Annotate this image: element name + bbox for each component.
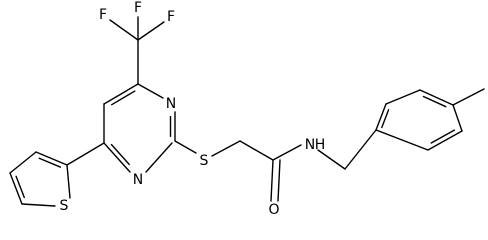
bond-benz-1 [385, 89, 421, 105]
bond-th-s-c2 [66, 164, 71, 199]
bond-ch2-ar [344, 129, 377, 170]
bond-th-c4-c5-inner [15, 175, 25, 199]
bond-c2-s [174, 140, 197, 154]
bond-benz-0 [375, 103, 387, 131]
bond-th-c2-c3 [35, 151, 68, 166]
atom-label-layer: F F F N N S S O N H [60, 0, 326, 218]
bond-benz-0-inner [381, 109, 390, 129]
bond-th-c4-c5 [9, 172, 23, 205]
bond-benz-5 [375, 129, 429, 151]
molecule-structure: F F F N N S S O N H [9, 0, 485, 218]
bond-ch2-co [239, 140, 274, 161]
bond-benz-2-inner [422, 95, 447, 108]
bond-cf3-f1 [109, 19, 139, 41]
bond-layer [9, 16, 485, 207]
bond-th-c3-c4 [9, 151, 37, 174]
bond-pyr-n1-c6-inner [110, 143, 130, 166]
bond-pyr-c2-n1 [145, 142, 173, 173]
bond-benz-4 [427, 130, 463, 151]
atom-f1: F [99, 7, 107, 23]
atom-s-thioether: S [200, 153, 209, 169]
atom-s-thiophene: S [60, 198, 69, 214]
bond-s-ch2 [211, 140, 241, 157]
atom-n-pyrimidine-top: N [166, 96, 176, 112]
atom-o-carbonyl: O [268, 202, 279, 218]
bond-co-nh [272, 144, 302, 161]
atom-f3: F [167, 9, 175, 25]
bond-pyr-c4-n3 [137, 83, 164, 99]
bond-benz-3 [452, 104, 463, 132]
bond-pyr-c5-c4 [103, 83, 139, 105]
atom-n-pyrimidine-bottom: N [133, 172, 143, 188]
bond-pyr-thiophene [66, 142, 105, 166]
bond-th-c5-s [21, 203, 56, 207]
bond-benz-methyl [452, 88, 485, 106]
bond-co-o [270, 159, 274, 202]
bond-benz-2 [419, 89, 454, 106]
atom-f2: F [134, 0, 142, 16]
bond-pyr-c5-c4-inner [111, 90, 136, 106]
bond-th-c2-c3-inner [38, 157, 61, 168]
bond-co-o-inner [277, 159, 281, 202]
bond-pyr-n1-c6 [103, 142, 131, 173]
atom-h-amide: H [315, 137, 326, 153]
bond-benz-4-inner [430, 129, 456, 144]
bond-nh-ch2 [317, 149, 346, 170]
bond-cf3-f3 [137, 21, 165, 41]
atom-n-amide: N [305, 137, 315, 153]
